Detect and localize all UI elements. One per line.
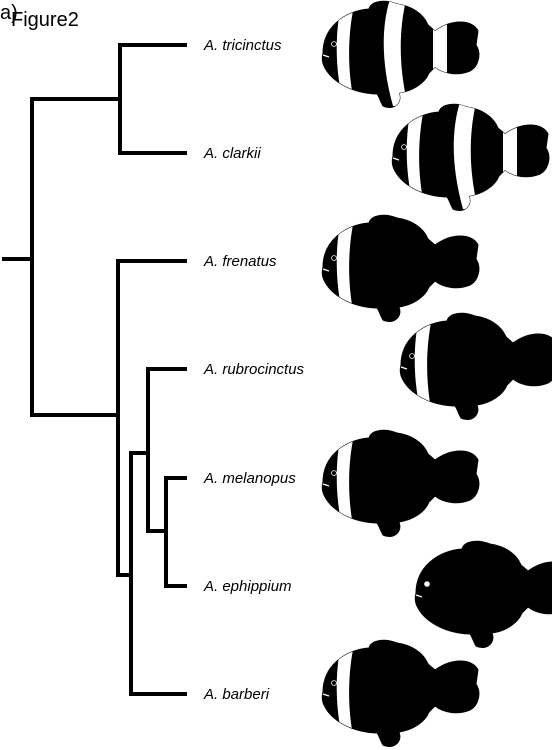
- taxon-label: A. ephippium: [203, 578, 292, 595]
- clownfish-icon: [322, 0, 479, 108]
- clownfish-icon: [400, 313, 552, 419]
- fish-eye: [332, 256, 337, 261]
- taxon-label: A. tricinctus: [203, 37, 282, 54]
- clownfish-icon: [322, 640, 479, 746]
- clownfish-icon: [322, 215, 479, 321]
- tail-band: [503, 114, 517, 194]
- fish-eye: [332, 681, 337, 686]
- taxon-label: A. clarkii: [203, 145, 261, 162]
- taxon-label: A. melanopus: [203, 470, 296, 487]
- fish-illustrations: [322, 0, 552, 747]
- fish-eye: [332, 471, 337, 476]
- fish-eye: [425, 582, 430, 587]
- fish-eye: [410, 354, 415, 359]
- taxon-label: A. rubrocinctus: [203, 361, 305, 378]
- clownfish-icon: [392, 99, 549, 211]
- tail-band: [433, 11, 447, 91]
- fish-eye: [332, 42, 337, 47]
- fish-eye: [402, 145, 407, 150]
- taxon-label: A. barberi: [203, 686, 270, 703]
- fish-body: [415, 541, 552, 647]
- taxon-label: A. frenatus: [203, 253, 277, 270]
- phylogeny-tree: [4, 45, 185, 694]
- clownfish-icon: [415, 541, 552, 647]
- clownfish-icon: [322, 430, 479, 536]
- taxon-labels: A. tricinctus A. clarkii A. frenatus A. rub…: [203, 37, 305, 703]
